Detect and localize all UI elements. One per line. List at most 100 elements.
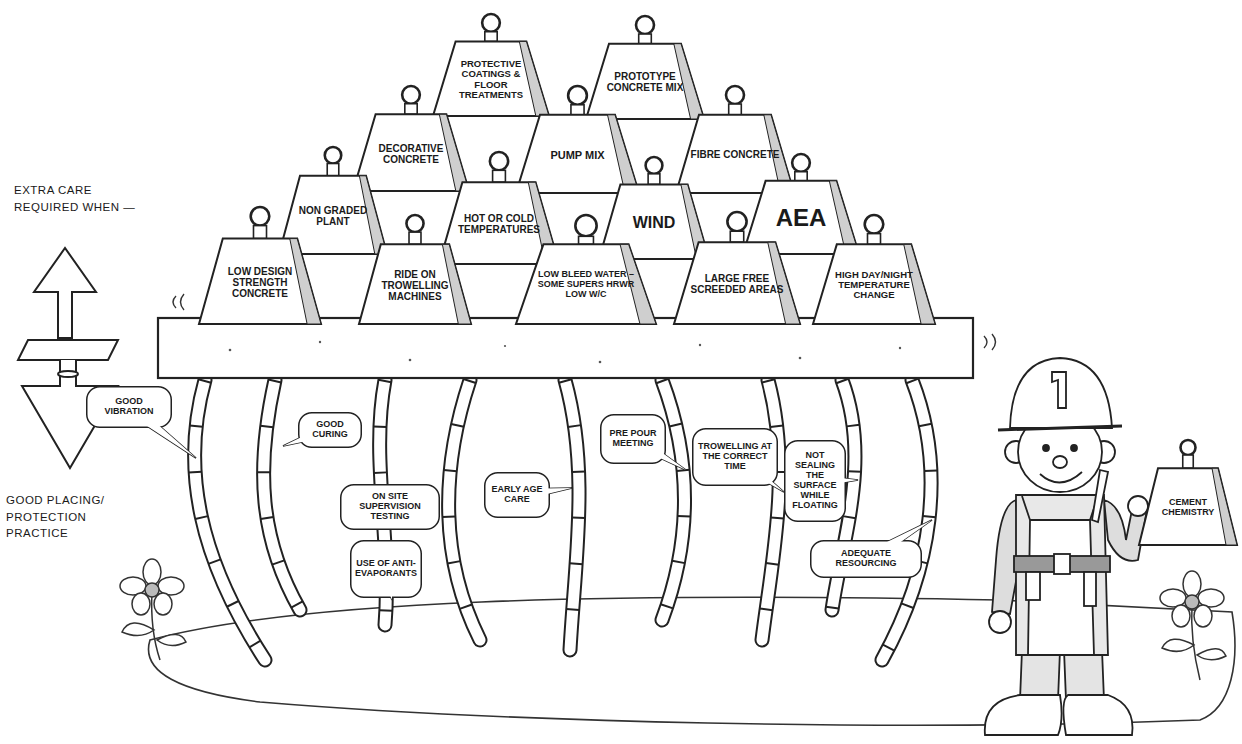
text-box: CEMENT CHEMISTRY (1150, 473, 1226, 542)
weight-neck (867, 234, 880, 245)
weight-label: HOT OR COLD TEMPERATURES (453, 213, 546, 235)
helmet (1010, 358, 1112, 428)
weight-node: NON GRADED PLANT (278, 145, 388, 255)
builder-figure (985, 358, 1148, 735)
petal (1183, 571, 1201, 597)
weight-side (1212, 468, 1237, 545)
petal (143, 559, 161, 585)
bubble-outline (341, 485, 440, 530)
smile (1040, 472, 1082, 483)
bubble-outline (811, 541, 922, 578)
bubble-outline (785, 441, 846, 522)
speech-bubble: GOOD VIBRATION (86, 386, 172, 428)
leg-band (264, 380, 300, 610)
weight-label: RIDE ON TROWELLING MACHINES (372, 269, 459, 302)
bubble-text: ADEQUATE RESOURCING (814, 549, 918, 569)
weight-node: PUMP MIX (515, 84, 640, 194)
text-box: EARLY AGE CARE (488, 474, 546, 516)
weight-label: LOW BLEED WATER – SOME SUPERS HRWR LOW W… (532, 270, 640, 300)
weight-shape (742, 152, 860, 255)
weight-body (516, 244, 656, 324)
weight-neck (253, 226, 266, 239)
speckle (504, 345, 506, 347)
weight-body (586, 44, 704, 119)
eye (1043, 445, 1049, 451)
boot (1063, 695, 1132, 735)
buckle (1054, 554, 1070, 574)
eye (1071, 445, 1077, 451)
flower (1160, 571, 1226, 680)
leg (1020, 650, 1060, 700)
bubble-text: PRE POUR MEETING (604, 429, 662, 449)
flower-centre (145, 583, 159, 597)
weight-node: FIBRE CONCRETE (675, 84, 795, 194)
text-box: HOT OR COLD TEMPERATURES (453, 187, 546, 261)
weight-shape (675, 84, 795, 194)
weight-ring (646, 157, 663, 174)
text-box: GOOD CURING (302, 414, 358, 446)
weight-side (439, 114, 469, 191)
wobble-mark (173, 296, 176, 308)
leaf (1197, 649, 1226, 660)
weight-ring (406, 215, 423, 232)
leg-band (762, 380, 779, 640)
weight-neck (1183, 455, 1194, 468)
weight-ring (1181, 440, 1196, 455)
weight-label: PROTECTIVE COATINGS & FLOOR TREATMENTS (446, 59, 536, 101)
leg (264, 380, 300, 610)
bubble-outline (351, 541, 422, 598)
weight-body (353, 114, 469, 191)
leg (762, 380, 779, 640)
weight-node: LOW DESIGN STRENGTH CONCRETE (198, 205, 322, 325)
up-arrow (34, 248, 96, 338)
weight-ring (792, 154, 810, 172)
weight-label: WIND (633, 214, 676, 232)
weight-shape (352, 84, 470, 192)
weight-node: WIND (598, 155, 710, 260)
flower-centre (1185, 595, 1199, 609)
wobble-mark (984, 336, 987, 348)
bubble-text: TROWELLING AT THE CORRECT TIME (696, 442, 774, 472)
leg-band (449, 380, 480, 640)
plate (18, 340, 118, 360)
leg (762, 380, 779, 640)
weight-body (199, 239, 321, 324)
weight-label: LARGE FREE SCREEDED AREAS (688, 273, 785, 295)
text-box: NON GRADED PLANT (291, 181, 375, 251)
weight-node: HOT OR COLD TEMPERATURES (438, 150, 560, 265)
weight-label: HIGH DAY/NIGHT TEMPERATURE CHANGE (827, 270, 921, 301)
weight-neck (639, 34, 652, 44)
weight-body (674, 242, 800, 324)
side-note: GOOD PLACING/ PROTECTION PRACTICE (6, 492, 146, 542)
weight-node: PROTOTYPE CONCRETE MIX (585, 14, 705, 120)
weight-side (290, 239, 321, 324)
weight-body (813, 244, 935, 324)
weight-neck (327, 164, 339, 176)
speckle (599, 361, 602, 364)
weight-neck (571, 105, 584, 115)
weight-ring (251, 207, 270, 226)
tool (1084, 572, 1096, 606)
petal (1198, 589, 1224, 607)
text-box: PRE POUR MEETING (604, 416, 662, 462)
bubble-outline (87, 387, 172, 428)
side-note: EXTRA CARE REQUIRED WHEN — (14, 182, 154, 215)
petal (132, 593, 150, 615)
text-box: USE OF ANTI-EVAPORANTS (354, 542, 418, 596)
text-box: RIDE ON TROWELLING MACHINES (372, 249, 459, 321)
speech-bubble: NOT SEALING THE SURFACE WHILE FLOATING (784, 440, 846, 522)
pivot (58, 371, 78, 377)
weight-label: NON GRADED PLANT (291, 205, 375, 227)
leg (264, 380, 300, 610)
leg (565, 380, 579, 650)
hand (989, 611, 1011, 633)
helmet-badge (1052, 372, 1066, 408)
bubble-text: GOOD CURING (302, 420, 358, 440)
petal (1160, 589, 1186, 607)
concrete-slab (158, 318, 973, 378)
weight-neck (405, 104, 417, 115)
text-box: TROWELLING AT THE CORRECT TIME (696, 430, 774, 484)
text-box: NOT SEALING THE SURFACE WHILE FLOATING (788, 442, 842, 520)
weight-label: DECORATIVE CONCRETE (366, 143, 456, 165)
